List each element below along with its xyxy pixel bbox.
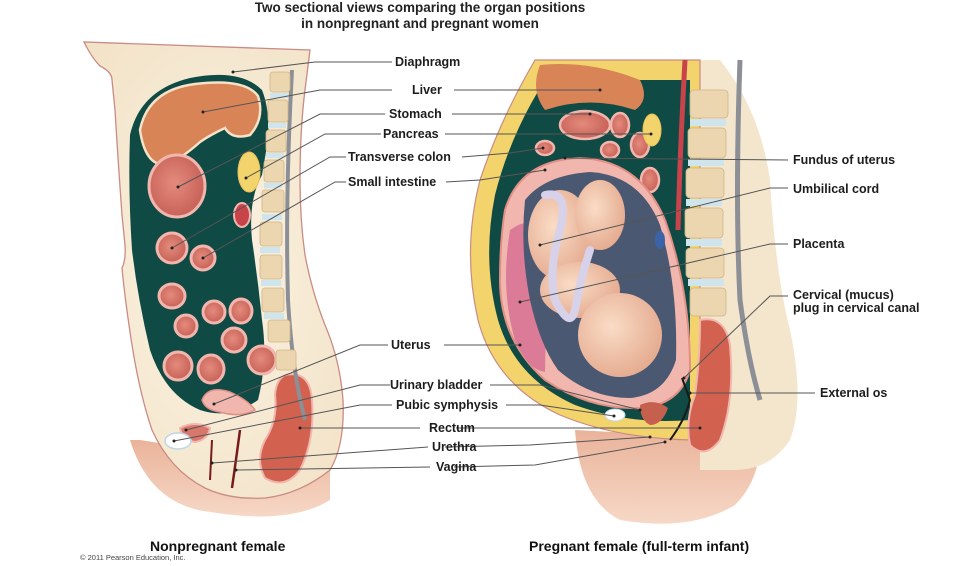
title-line-2: in nonpregnant and pregnant women: [301, 16, 539, 31]
vena-cava: [655, 231, 665, 249]
vessel: [233, 202, 251, 228]
diagram-title: Two sectional views comparing the organ …: [0, 0, 840, 32]
label-small-intestine: Small intestine: [348, 175, 437, 189]
pancreas: [237, 151, 261, 193]
vagina: [230, 429, 242, 489]
cervical-canal: [669, 377, 692, 441]
leader-lines: [171, 61, 815, 471]
pregnant-liver: [536, 64, 644, 110]
pubic-symphysis: [164, 432, 192, 450]
pregnant-rectum: [687, 318, 733, 453]
label-transverse-colon: Transverse colon: [348, 150, 451, 164]
label-vagina: Vagina: [436, 460, 477, 474]
fetal-head: [578, 293, 662, 377]
label-external-os: External os: [820, 386, 888, 400]
leader-dots: [170, 70, 702, 472]
label-diaphragm: Diaphragm: [395, 55, 461, 69]
label-umbilical-cord: Umbilical cord: [793, 182, 880, 196]
label-placenta: Placenta: [793, 237, 845, 251]
label-uterus: Uterus: [391, 338, 431, 352]
spine: [259, 69, 307, 421]
title-line-1: Two sectional views comparing the organ …: [254, 0, 586, 15]
label-stomach: Stomach: [389, 107, 442, 121]
label-urinary-bladder: Urinary bladder: [390, 378, 483, 392]
label-urethra: Urethra: [432, 440, 477, 454]
pregnant-spine: [655, 59, 763, 401]
urethra: [209, 439, 213, 481]
pregnant-bladder: [640, 402, 668, 425]
label-pancreas: Pancreas: [383, 127, 439, 141]
copyright-notice: © 2011 Pearson Education, Inc.: [80, 553, 186, 562]
label-rectum: Rectum: [429, 421, 475, 435]
pregnant-figure: [469, 59, 798, 524]
pregnant-pancreas: [642, 113, 662, 147]
umbilical-cord: [541, 190, 594, 322]
label-cervical-plug: Cervical (mucus) plug in cervical canal: [793, 288, 920, 315]
uterus: [201, 389, 257, 416]
label-liver: Liver: [412, 83, 442, 97]
caption-nonpregnant: Nonpregnant female: [150, 538, 286, 554]
nonpregnant-figure: [82, 41, 344, 517]
caption-pregnant: Pregnant female (full-term infant): [529, 538, 750, 554]
label-fundus-of-uterus: Fundus of uterus: [793, 153, 896, 167]
label-pubic-symphysis: Pubic symphysis: [396, 398, 499, 412]
